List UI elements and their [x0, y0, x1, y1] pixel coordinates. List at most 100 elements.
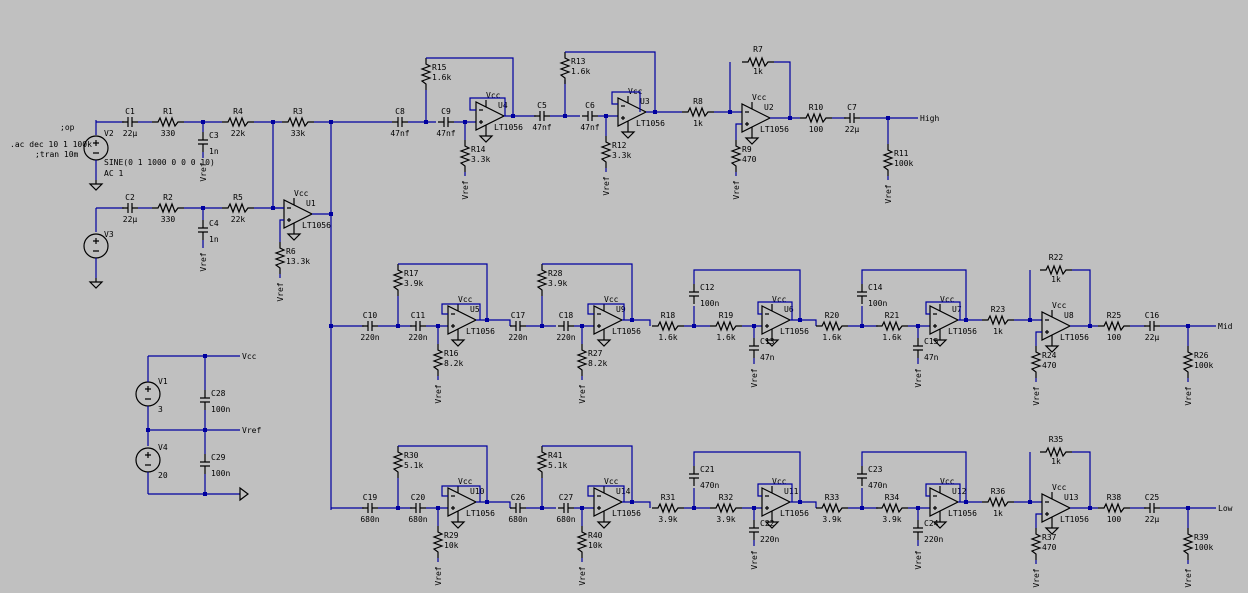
- vref-flag: Vref: [1184, 568, 1193, 587]
- capacitor-c1[interactable]: [122, 117, 138, 127]
- resistor-r35[interactable]: [1040, 446, 1072, 458]
- capacitor-c25[interactable]: [1144, 503, 1160, 513]
- capacitor-c22[interactable]: [749, 520, 759, 540]
- resistor-r24[interactable]: [1030, 346, 1042, 378]
- opamp-u4[interactable]: [475, 100, 506, 132]
- capacitor-c14[interactable]: [857, 284, 867, 304]
- resistor-r20[interactable]: [816, 320, 848, 332]
- resistor-r11[interactable]: [882, 144, 894, 176]
- resistor-r9[interactable]: [730, 140, 742, 172]
- capacitor-c27[interactable]: [558, 503, 574, 513]
- resistor-r18[interactable]: [652, 320, 684, 332]
- resistor-r22[interactable]: [1040, 264, 1072, 276]
- component-name: R7: [753, 45, 763, 54]
- capacitor-c17[interactable]: [510, 321, 526, 331]
- capacitor-c4[interactable]: [198, 220, 208, 240]
- component-value: 5.1k: [548, 461, 567, 470]
- resistor-r34[interactable]: [876, 502, 908, 514]
- resistor-r38[interactable]: [1098, 502, 1130, 514]
- resistor-r28[interactable]: [536, 264, 548, 296]
- capacitor-c21[interactable]: [689, 466, 699, 486]
- capacitor-c26[interactable]: [510, 503, 526, 513]
- resistor-r13[interactable]: [559, 52, 571, 84]
- resistor-r21[interactable]: [876, 320, 908, 332]
- resistor-r31[interactable]: [652, 502, 684, 514]
- opamp-u9[interactable]: [593, 304, 624, 336]
- resistor-r40[interactable]: [576, 526, 588, 558]
- resistor-r37[interactable]: [1030, 528, 1042, 560]
- resistor-r10[interactable]: [800, 112, 832, 124]
- opamp-u6[interactable]: [761, 304, 792, 336]
- capacitor-c19[interactable]: [362, 503, 378, 513]
- wire: [565, 51, 656, 112]
- resistor-r12[interactable]: [600, 136, 612, 168]
- opamp-u11[interactable]: [761, 486, 792, 518]
- resistor-r32[interactable]: [710, 502, 742, 514]
- resistor-r25[interactable]: [1098, 320, 1130, 332]
- wire: [925, 483, 961, 502]
- voltage-source-v1[interactable]: [135, 381, 161, 407]
- capacitor-c24[interactable]: [913, 520, 923, 540]
- vcc-flag: Vcc: [772, 477, 787, 486]
- resistor-r23[interactable]: [982, 314, 1014, 326]
- capacitor-c16[interactable]: [1144, 321, 1160, 331]
- capacitor-c8[interactable]: [392, 117, 408, 127]
- resistor-r8[interactable]: [682, 106, 714, 118]
- component-value: 47nf: [390, 129, 409, 138]
- resistor-r4[interactable]: [222, 116, 254, 128]
- capacitor-c28[interactable]: [200, 390, 210, 410]
- source-name: V1: [158, 377, 168, 386]
- capacitor-c13[interactable]: [749, 338, 759, 358]
- capacitor-c12[interactable]: [689, 284, 699, 304]
- resistor-r26[interactable]: [1182, 346, 1194, 378]
- component-value: 3.9k: [404, 279, 423, 288]
- resistor-r14[interactable]: [459, 140, 471, 172]
- voltage-source-v4[interactable]: [135, 447, 161, 473]
- resistor-r33[interactable]: [816, 502, 848, 514]
- resistor-r27[interactable]: [576, 344, 588, 376]
- capacitor-c11[interactable]: [410, 321, 426, 331]
- opamp-u13[interactable]: [1041, 492, 1072, 524]
- resistor-r2[interactable]: [152, 202, 184, 214]
- capacitor-c2[interactable]: [122, 203, 138, 213]
- opamp-u8[interactable]: [1041, 310, 1072, 342]
- opamp-u1[interactable]: [283, 198, 314, 230]
- resistor-r19[interactable]: [710, 320, 742, 332]
- resistor-r16[interactable]: [432, 344, 444, 376]
- opamp-u12[interactable]: [929, 486, 960, 518]
- capacitor-c15[interactable]: [913, 338, 923, 358]
- capacitor-c3[interactable]: [198, 132, 208, 152]
- capacitor-c9[interactable]: [438, 117, 454, 127]
- resistor-r39[interactable]: [1182, 528, 1194, 560]
- resistor-r36[interactable]: [982, 496, 1014, 508]
- source-value: 20: [158, 471, 168, 480]
- resistor-r5[interactable]: [222, 202, 254, 214]
- component-name: C10: [363, 311, 378, 320]
- opamp-u10[interactable]: [447, 486, 478, 518]
- capacitor-c23[interactable]: [857, 466, 867, 486]
- component-value: 100: [1107, 515, 1122, 524]
- resistor-r30[interactable]: [392, 446, 404, 478]
- resistor-r15[interactable]: [420, 58, 432, 90]
- opamp-u7[interactable]: [929, 304, 960, 336]
- capacitor-c7[interactable]: [844, 113, 860, 123]
- opamp-u14[interactable]: [593, 486, 624, 518]
- opamp-u2[interactable]: [741, 102, 772, 134]
- resistor-r3[interactable]: [282, 116, 314, 128]
- capacitor-c29[interactable]: [200, 454, 210, 474]
- capacitor-c6[interactable]: [582, 111, 598, 121]
- resistor-r1[interactable]: [152, 116, 184, 128]
- resistor-r7[interactable]: [742, 56, 774, 68]
- opamp-u5[interactable]: [447, 304, 478, 336]
- wire: [622, 319, 651, 326]
- capacitor-c5[interactable]: [534, 111, 550, 121]
- resistor-r29[interactable]: [432, 526, 444, 558]
- capacitor-c20[interactable]: [410, 503, 426, 513]
- resistor-r6[interactable]: [274, 242, 286, 274]
- opamp-u3[interactable]: [617, 96, 648, 128]
- resistor-r17[interactable]: [392, 264, 404, 296]
- resistor-r41[interactable]: [536, 446, 548, 478]
- capacitor-c18[interactable]: [558, 321, 574, 331]
- capacitor-c10[interactable]: [362, 321, 378, 331]
